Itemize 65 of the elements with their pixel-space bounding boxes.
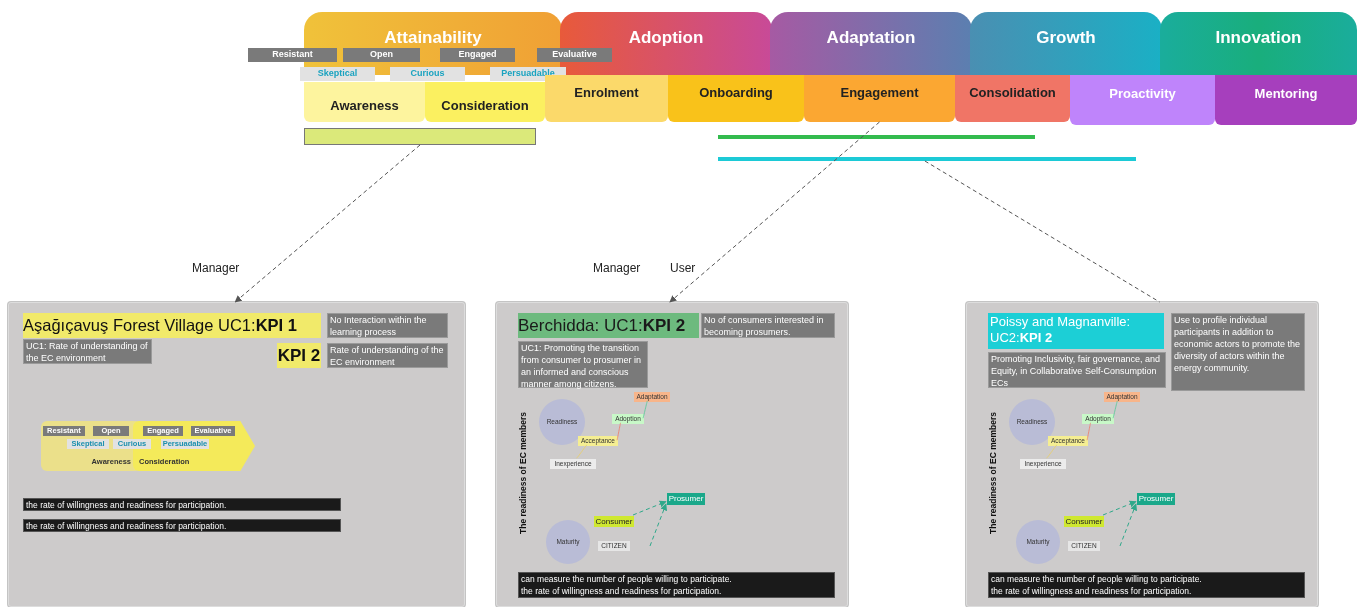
caption-bar — [988, 572, 1305, 598]
stage-shape: Engagement — [804, 75, 955, 122]
role-label: Prosumer — [1137, 493, 1175, 505]
role-label: Consumer — [594, 516, 634, 527]
connector-line — [924, 160, 1161, 303]
attitude-tag: Engaged — [440, 48, 515, 62]
connector-line — [576, 444, 588, 459]
attitude-tag: Resistant — [248, 48, 337, 62]
description-box: Use to profile individual participants in addition to economic actors to promote the diversity of actors within the energy community. — [1171, 313, 1305, 391]
attitude-tag: Curious — [390, 67, 465, 81]
attitude-tag: Skeptical — [300, 67, 375, 81]
stage-shape: Mentoring — [1215, 75, 1357, 125]
arrow — [1102, 500, 1137, 516]
connector-line — [1112, 400, 1118, 419]
arrow — [649, 503, 668, 547]
description-box: Rate of understanding of the EC environment — [327, 343, 448, 368]
title-highlight: Poissy and Magnanville: UC2:KPI 2 — [988, 313, 1164, 349]
arrow — [1119, 503, 1138, 547]
slide-panel — [496, 302, 848, 607]
progress-bar — [304, 128, 536, 145]
role-caption: User — [670, 260, 697, 273]
role-label: Consumer — [1064, 516, 1104, 527]
stage-shape: Consolidation — [955, 75, 1070, 122]
title-highlight: Aşağıçavuş Forest Village UC1:KPI 1 — [23, 313, 321, 338]
attitude-tag: Open — [343, 48, 420, 62]
axis-title: The readiness of EC members — [987, 411, 999, 536]
connector-line — [616, 422, 622, 441]
role-label: Prosumer — [667, 493, 705, 505]
slide-panel — [8, 302, 465, 607]
attitude-tag: Evaluative — [537, 48, 612, 62]
progress-bar — [718, 135, 1035, 139]
caption-bar: the rate of willingness and readiness for participation. — [23, 519, 341, 532]
stage-shape: Awareness — [304, 82, 425, 122]
stage-shape: Onboarding — [668, 75, 804, 122]
description-box: Promoting Inclusivity, fair governance, and Equity, in Collaborative Self-Consumption ECs — [988, 352, 1166, 388]
caption-bar — [518, 572, 835, 598]
description-box: UC1: Rate of understanding of the EC environment — [23, 339, 152, 364]
slide-panel — [966, 302, 1318, 607]
caption-line: can measure the number of people willing to participate. — [521, 573, 733, 585]
stage-shape: Consideration — [425, 82, 545, 122]
arrow — [234, 144, 421, 303]
description-box: No of consumers interested in becoming prosumers. — [701, 313, 835, 338]
role-caption: Manager — [192, 260, 241, 273]
progress-bar — [718, 157, 1136, 161]
arrow — [669, 121, 880, 303]
phase-segment: Growth — [970, 12, 1162, 75]
stage-title: Attainability — [384, 26, 482, 49]
caption-line: the rate of willingness and readiness for participation. — [521, 585, 723, 597]
axis-title: The readiness of EC members — [517, 411, 529, 536]
description-box: No Interaction within the learning process — [327, 313, 448, 338]
connector-line — [642, 400, 648, 419]
title-highlight: Berchidda: UC1:KPI 2 — [518, 313, 699, 338]
caption-bar: the rate of willingness and readiness for participation. — [23, 498, 341, 511]
stage-shape: Proactivity — [1070, 75, 1215, 125]
title-highlight: KPI 2 — [277, 343, 321, 368]
phase-segment: Adaptation — [770, 12, 972, 75]
phase-segment: Innovation — [1160, 12, 1357, 75]
connector-line — [1046, 444, 1058, 459]
caption-line: the rate of willingness and readiness for participation. — [991, 585, 1193, 597]
caption-line: can measure the number of people willing to participate. — [991, 573, 1203, 585]
stage-shape: Enrolment — [545, 75, 668, 122]
description-box: UC1: Promoting the transition from consumer to prosumer in an informed and conscious manner among citizens. — [518, 341, 648, 388]
connector-line — [1086, 422, 1092, 441]
role-caption: Manager — [593, 260, 642, 273]
arrow — [632, 500, 667, 516]
